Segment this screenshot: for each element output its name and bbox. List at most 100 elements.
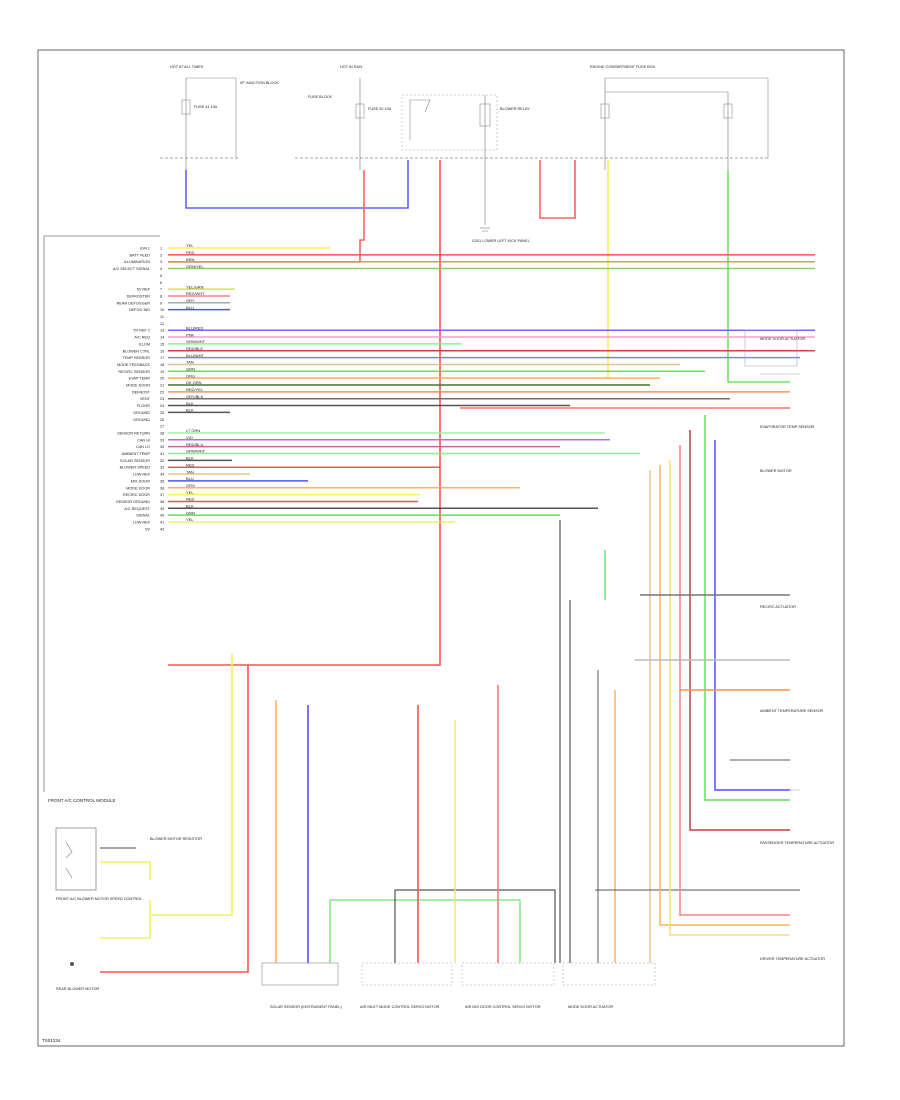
label-junction-a: I/P JUNCTION BLOCK xyxy=(240,81,279,85)
wire-color-label: VIO xyxy=(186,435,193,440)
right-label-4: AMBIENT TEMPERATURE SENSOR xyxy=(760,709,824,713)
pin-number: 17 xyxy=(160,356,164,360)
top-wires xyxy=(168,160,790,666)
pin-label: SENSOR GROUND xyxy=(116,500,150,504)
pin-number: 28 xyxy=(160,431,164,435)
pin-label: VENT xyxy=(140,397,151,401)
left-lower-components: BLOWER MOTOR RESISTOR FRONT A/C BLOWER M… xyxy=(55,654,249,991)
wire-color-label: LT GRN xyxy=(186,428,200,433)
pin-label: 5V REF xyxy=(137,288,151,292)
pin-number: 20 xyxy=(160,377,164,381)
wire-color-label: GRN xyxy=(186,367,195,372)
pin-label: BLOWER SPEED xyxy=(120,466,151,470)
pin-number: 12 xyxy=(160,322,164,326)
pin-number: 29 xyxy=(160,438,164,442)
pin-number: 31 xyxy=(160,452,164,456)
right-label-2: BLOWER MOTOR xyxy=(760,469,792,473)
wire-color-label: BLK xyxy=(186,408,194,413)
pin-number: 34 xyxy=(160,473,164,477)
wire-color-label: YEL/GRN xyxy=(186,284,204,289)
right-label-0: MODE DOOR ACTUATOR xyxy=(760,337,805,341)
wire-color-label: BLU/RED xyxy=(186,325,203,330)
pin-label: A/C REQUEST xyxy=(124,507,150,511)
pin-number: 22 xyxy=(160,390,164,394)
wire-color-label: BLK xyxy=(186,504,194,509)
pin-label: MODE FEEDBACK xyxy=(117,363,150,367)
pin-number: 26 xyxy=(160,418,164,422)
right-components: MODE DOOR ACTUATOR EVAPORATOR TEMP SENSO… xyxy=(744,329,834,961)
pin-number: 14 xyxy=(160,336,164,340)
right-label-1: EVAPORATOR TEMP SENSOR xyxy=(760,425,815,429)
wire-color-label: BRN xyxy=(186,257,195,262)
wire-color-label: TAN xyxy=(186,469,194,474)
pin-number: 23 xyxy=(160,397,164,401)
wire-color-label: RED xyxy=(186,497,195,502)
wire-color-label: TAN xyxy=(186,360,194,365)
wire-color-label: RED xyxy=(186,462,195,467)
wire-color-label: GRY/BLK xyxy=(186,394,204,399)
wire-color-label: BLU xyxy=(186,476,194,481)
label-junction-b: ENGINE COMPARTMENT FUSE BOX xyxy=(590,65,656,69)
pin-number: 2 xyxy=(160,253,162,257)
wire-color-label: RED/BLU xyxy=(186,442,203,447)
pin-label: CAN LO xyxy=(136,445,150,449)
pin-number: 15 xyxy=(160,342,164,346)
pin-number: 40 xyxy=(160,514,164,518)
left-label-2: REAR BLOWER MOTOR xyxy=(56,987,99,991)
wire-color-label: YEL xyxy=(186,243,194,248)
bottom-label-2: AIR MIX DOOR CONTROL SERVO MOTOR xyxy=(465,1005,541,1009)
pin-number: 4 xyxy=(160,267,162,271)
pin-number: 30 xyxy=(160,445,164,449)
pin-number: 7 xyxy=(160,288,162,292)
pin-label: CAN HI xyxy=(137,438,150,442)
pin-label: AMBIENT TEMP xyxy=(122,452,151,456)
pin-label: SOLAR SENSOR xyxy=(120,459,150,463)
wire-color-label: ORG xyxy=(186,483,195,488)
pin-number: 24 xyxy=(160,404,164,408)
pin-label: A/C SELECT SIGNAL xyxy=(113,267,150,271)
pin-label: GROUND xyxy=(133,411,150,415)
pin-number: 9 xyxy=(160,301,162,305)
pin-label: EVAP TEMP xyxy=(129,377,151,381)
pin-number: 37 xyxy=(160,493,164,497)
label-hot-at-all-times: HOT AT ALL TIMES xyxy=(170,65,204,69)
module-wires: YELREDBRNGRN/YELYEL/GRNRED/WHTGRYBLUBLU/… xyxy=(168,243,815,523)
pin-label: MODE DOOR xyxy=(126,384,150,388)
label-fuse-block: FUSE BLOCK xyxy=(308,95,333,99)
wire-color-label: RED/BLK xyxy=(186,346,203,351)
pin-label: 5V xyxy=(145,527,150,531)
pin-label: LOW REF xyxy=(133,521,151,525)
label-ground-g201: G201 LOWER LEFT KICK PANEL xyxy=(472,239,530,243)
bottom-label-1: AIR INLET MODE CONTROL SERVO MOTOR xyxy=(360,1005,440,1009)
wire-color-label: GRN/YEL xyxy=(186,264,204,269)
pin-number: 36 xyxy=(160,486,164,490)
right-label-5: PASSENGER TEMPERATURE ACTUATOR xyxy=(760,841,834,845)
pin-label: SENSOR RETURN xyxy=(117,431,150,435)
label-fuse-b: FUSE 20 10A xyxy=(368,107,392,111)
pin-label: A/C REQ xyxy=(134,336,150,340)
pin-label: TEMP SENSOR xyxy=(122,356,150,360)
pin-label: IGN 1 xyxy=(140,247,150,251)
pin-number: 10 xyxy=(160,308,164,312)
bottom-label-0: SOLAR SENSOR (INSTRUMENT PANEL) xyxy=(270,1005,342,1009)
wire-color-label: GRY xyxy=(186,298,195,303)
power-section: HOT AT ALL TIMES FUSE 14 10A I/P JUNCTIO… xyxy=(160,65,770,243)
pin-number: 16 xyxy=(160,349,164,353)
left-label-0: BLOWER MOTOR RESISTOR xyxy=(150,837,202,841)
module-label: FRONT A/C CONTROL MODULE xyxy=(48,798,116,803)
wire-color-label: RED xyxy=(186,250,195,255)
bottom-label-3: MODE DOOR ACTUATOR xyxy=(568,1005,613,1009)
pin-label: ILLUMINATION xyxy=(124,260,151,264)
right-wire-stubs xyxy=(460,407,790,936)
wire-color-label: BLU/WHT xyxy=(186,353,205,358)
pin-label: LOW REF xyxy=(133,473,151,477)
footer-code: TS01234 xyxy=(42,1038,61,1043)
pin-number: 13 xyxy=(160,329,164,333)
wire-color-label: BLU xyxy=(186,305,194,310)
pin-number: 3 xyxy=(160,260,162,264)
right-label-3: RECIRC ACTUATOR xyxy=(760,605,796,609)
pin-number: 41 xyxy=(160,521,164,525)
pin-number: 32 xyxy=(160,459,164,463)
